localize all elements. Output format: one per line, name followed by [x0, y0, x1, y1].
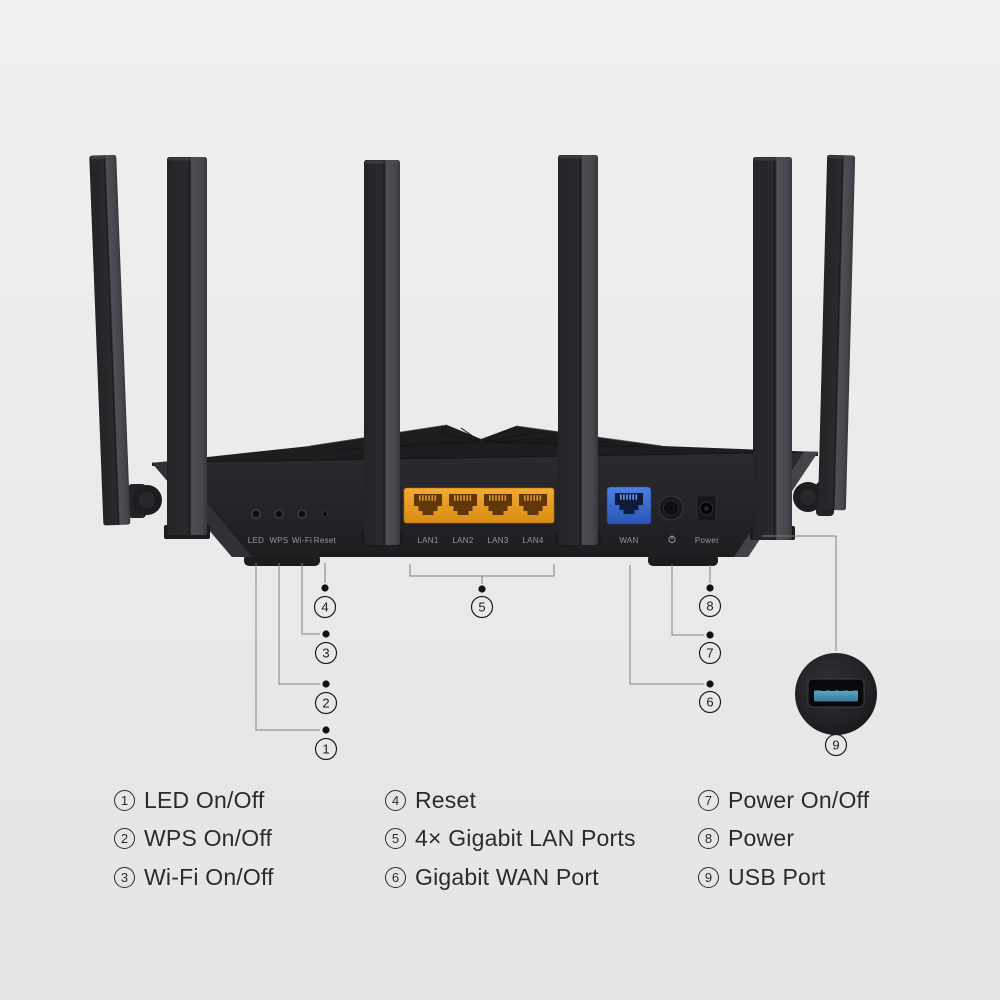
svg-text:4: 4 [321, 600, 328, 615]
legend-marker: 1 [114, 789, 135, 811]
callout-3: 3 [314, 641, 338, 665]
svg-text:7: 7 [706, 646, 713, 661]
legend-column-3: 7 Power On/Off 8 Power 9 USB Port [698, 781, 869, 897]
lan-port-1 [414, 494, 442, 515]
antenna-3 [361, 160, 403, 546]
svg-text:8: 8 [706, 599, 713, 614]
dc-power-jack [696, 495, 717, 522]
wifi-button-center [300, 512, 304, 516]
wps-button-center [277, 512, 281, 516]
lan3-label: LAN3 [487, 536, 508, 545]
legend-item-power-onoff: 7 Power On/Off [698, 781, 869, 820]
wan-label: WAN [619, 536, 638, 545]
callout-7: 7 [698, 641, 722, 665]
legend-label: Wi-Fi On/Off [144, 863, 274, 890]
power-button [658, 495, 684, 521]
lan-port-4 [519, 494, 547, 515]
legend-marker: 9 [698, 866, 719, 888]
callout-5: 5 [470, 595, 494, 619]
svg-text:9: 9 [832, 738, 839, 753]
legend-item-reset: 4 Reset [385, 781, 636, 820]
power-jack-label: Power [695, 536, 719, 545]
usb-port-detail: 9 [795, 653, 877, 757]
lan-port-block [403, 487, 555, 524]
callout-lines [255, 535, 837, 731]
lan-port-3 [484, 494, 512, 515]
svg-text:2: 2 [322, 696, 329, 711]
lan1-label: LAN1 [417, 536, 438, 545]
callout-8: 8 [698, 594, 722, 618]
legend-item-wan: 6 Gigabit WAN Port [385, 858, 636, 897]
legend-column-1: 1 LED On/Off 2 WPS On/Off 3 Wi-Fi On/Off [114, 781, 274, 897]
lan4-label: LAN4 [522, 536, 543, 545]
callout-dots [321, 584, 714, 734]
legend-item-lan: 5 4× Gigabit LAN Ports [385, 820, 636, 859]
legend-marker: 5 [385, 828, 406, 850]
legend-marker: 6 [385, 866, 406, 888]
led-label: LED [248, 536, 264, 545]
reset-pinhole [322, 511, 328, 517]
antenna-2 [164, 157, 210, 539]
wan-port [606, 486, 652, 525]
callout-2: 2 [314, 691, 338, 715]
power-icon [668, 535, 676, 544]
legend-label: Reset [415, 786, 477, 813]
wifi-label: Wi-Fi [292, 536, 312, 545]
led-button-center [254, 512, 258, 516]
antenna-1 [89, 154, 131, 526]
usb-tongue [814, 690, 858, 702]
callout-1: 1 [314, 737, 338, 761]
legend-item-led: 1 LED On/Off [114, 781, 274, 820]
legend-label: Power [728, 825, 795, 852]
body-edge [151, 451, 819, 464]
lan-port-2 [449, 494, 477, 515]
legend-item-power: 8 Power [698, 820, 869, 859]
antenna-6 [817, 154, 856, 511]
legend-marker: 8 [698, 828, 719, 850]
legend-label: 4× Gigabit LAN Ports [415, 825, 636, 852]
router-body: LED WPS Wi-Fi Reset [151, 424, 819, 566]
callout-markers: 1 2 3 4 5 6 7 [313, 594, 722, 761]
legend-label: USB Port [728, 863, 826, 890]
legend-marker: 7 [698, 789, 719, 811]
legend-marker: 4 [385, 789, 406, 811]
legend-item-usb: 9 USB Port [698, 858, 869, 897]
usb-contacts [821, 686, 853, 691]
legend-label: LED On/Off [144, 786, 265, 813]
svg-text:1: 1 [322, 742, 329, 757]
legend-item-wps: 2 WPS On/Off [114, 820, 274, 859]
antenna-5 [750, 157, 795, 540]
antenna-4 [555, 155, 601, 546]
svg-text:3: 3 [322, 646, 329, 661]
legend-label: Power On/Off [728, 786, 870, 813]
left-antenna-hinge [109, 471, 162, 518]
legend-label: Gigabit WAN Port [415, 863, 599, 890]
legend-column-2: 4 Reset 5 4× Gigabit LAN Ports 6 Gigabit… [385, 781, 636, 897]
callout-9: 9 [824, 733, 848, 757]
antennas [89, 154, 856, 546]
legend-marker: 2 [114, 828, 135, 850]
reset-label: Reset [314, 536, 337, 545]
legend-label: WPS On/Off [144, 825, 273, 852]
svg-text:6: 6 [706, 695, 713, 710]
svg-text:5: 5 [478, 600, 485, 615]
callout-6: 6 [698, 690, 722, 714]
legend-marker: 3 [114, 866, 135, 888]
panel-buttons [251, 509, 328, 519]
lan2-label: LAN2 [452, 536, 473, 545]
callout-4: 4 [313, 595, 337, 619]
wps-label: WPS [269, 536, 288, 545]
legend-item-wifi: 3 Wi-Fi On/Off [114, 858, 274, 897]
